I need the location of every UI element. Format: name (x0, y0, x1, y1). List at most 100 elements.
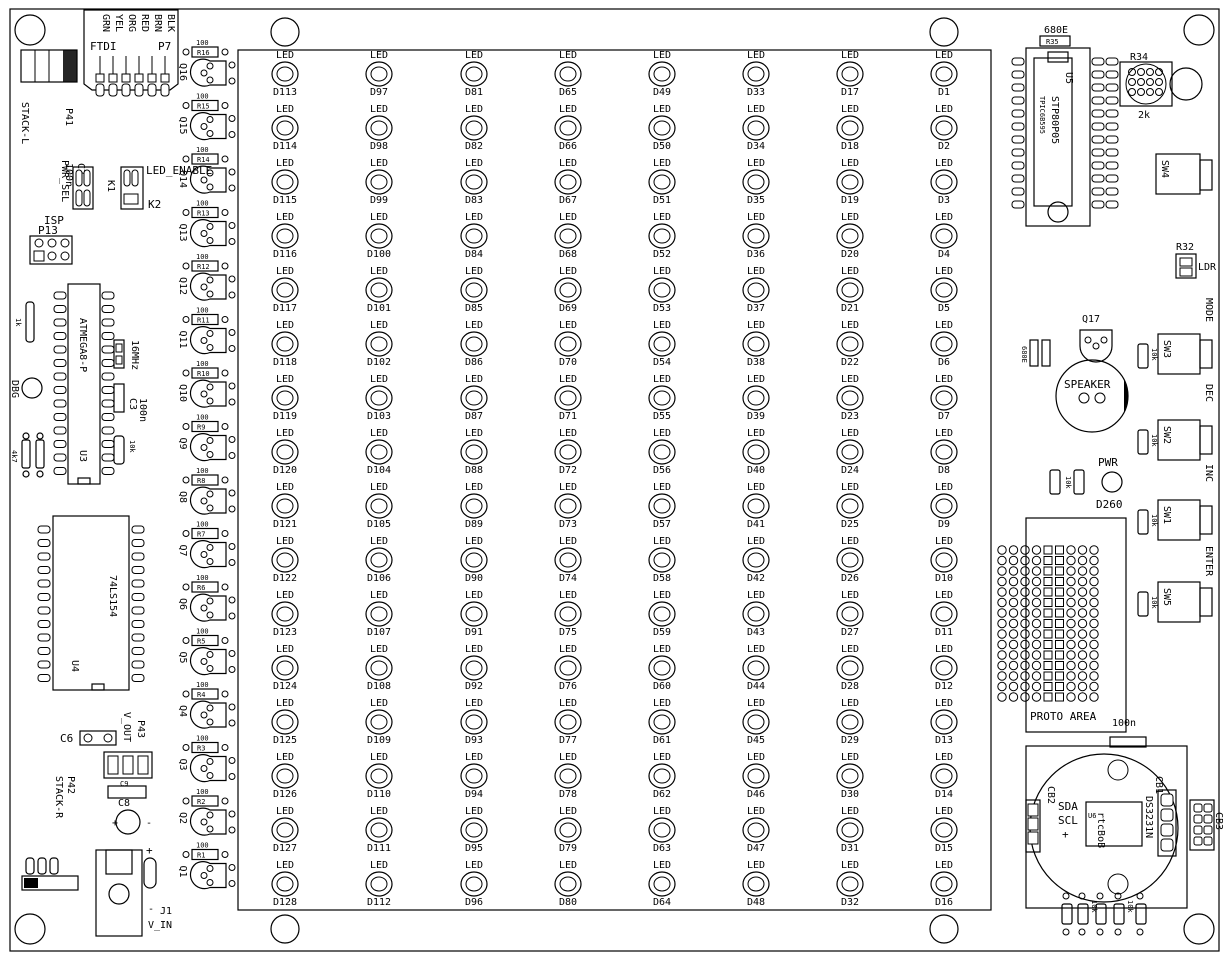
led-label: LED (747, 644, 765, 655)
pad (182, 637, 190, 644)
led-lens (747, 606, 765, 622)
led-ref: D12 (935, 681, 953, 692)
led-ref: D1 (938, 87, 950, 98)
led-label: LED (935, 752, 953, 763)
k2-label: K2 (148, 198, 161, 211)
led-lens (465, 714, 483, 730)
led-label: LED (276, 266, 294, 277)
pad (221, 369, 229, 377)
led-ref: D95 (465, 843, 483, 854)
led-ref: D24 (841, 465, 859, 476)
led-ref: D74 (559, 573, 577, 584)
led-label: LED (370, 104, 388, 115)
led-body (648, 385, 676, 411)
transistor-ref: Q7 (177, 545, 188, 557)
led-body (271, 817, 299, 843)
r-1k-label: 1k (14, 318, 22, 327)
driver-res-value: 100 (196, 735, 209, 743)
led-ref: D112 (367, 897, 391, 908)
driver-resistor (191, 848, 219, 861)
driver-resistor (191, 367, 219, 379)
led-body (365, 493, 393, 519)
driver-res-ref: R7 (197, 531, 205, 539)
led-body (836, 61, 864, 87)
led-body (648, 223, 676, 249)
led-label: LED (841, 158, 859, 169)
led-lens (276, 120, 294, 136)
led-body (271, 223, 299, 249)
led-label: LED (559, 50, 577, 61)
led-ref: D48 (747, 897, 765, 908)
led-lens (841, 822, 859, 838)
led-lens (935, 822, 953, 838)
driver-res-value: 100 (196, 200, 209, 208)
p13-label: P13 (38, 224, 58, 237)
pad (221, 530, 229, 537)
led-lens (465, 174, 483, 190)
switch-ref: SW3 (1161, 340, 1172, 358)
led-lens (370, 444, 388, 460)
pad (182, 851, 190, 858)
led-label: LED (276, 50, 294, 61)
led-lens (841, 120, 859, 136)
led-body (742, 493, 770, 519)
led-body (836, 493, 864, 519)
led-body (271, 655, 299, 681)
led-ref: D126 (273, 789, 297, 800)
led-ref: D109 (367, 735, 391, 746)
mounting-hole (929, 914, 959, 944)
led-ref: D31 (841, 843, 859, 854)
led-lens (465, 876, 483, 892)
svg-text:+: + (146, 844, 153, 857)
led-body (930, 655, 958, 681)
transistor-ref: Q13 (177, 224, 188, 242)
led-body (836, 115, 864, 141)
led-label: LED (370, 752, 388, 763)
led-ref: D73 (559, 519, 577, 530)
led-ref: D52 (653, 249, 671, 260)
led-lens (841, 282, 859, 298)
led-lens (747, 66, 765, 82)
led-body (460, 331, 488, 357)
led-ref: D54 (653, 357, 671, 368)
led-lens (935, 660, 953, 676)
led-label: LED (465, 158, 483, 169)
led-lens (747, 876, 765, 892)
led-lens (276, 444, 294, 460)
led-ref: D94 (465, 789, 483, 800)
led-body (554, 709, 582, 735)
led-body (648, 331, 676, 357)
led-lens (653, 876, 671, 892)
led-body (742, 655, 770, 681)
led-ref: D46 (747, 789, 765, 800)
led-ref: D65 (559, 87, 577, 98)
led-ref: D103 (367, 411, 391, 422)
led-ref: D19 (841, 195, 859, 206)
mounting-hole (14, 913, 46, 945)
c8-capacitor: C8 + - (112, 798, 152, 835)
driver-res-value: 100 (196, 360, 209, 368)
led-body (648, 277, 676, 303)
led-label: LED (935, 266, 953, 277)
led-body (554, 385, 582, 411)
led-lens (276, 876, 294, 892)
row-driver-column: 100R16Q16100R15Q15100R14Q14100R13Q13100R… (177, 39, 236, 890)
led-ref: D72 (559, 465, 577, 476)
transistor-ref: Q15 (177, 117, 188, 135)
